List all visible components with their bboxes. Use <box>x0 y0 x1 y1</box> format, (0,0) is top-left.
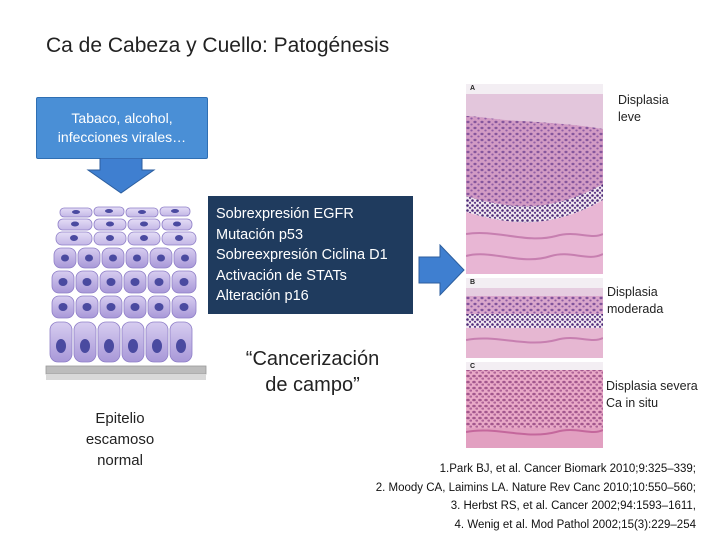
field-cancerization-text: “Cancerización de campo” <box>220 346 405 398</box>
molecular-line-1: Sobrexpresión EGFR <box>216 206 354 222</box>
molecular-line-4: Activación de STATs <box>216 267 347 284</box>
molecular-line-2: Mutación p53 <box>216 226 304 243</box>
stage-a-line-2: leve <box>618 110 641 124</box>
panel-letter-a: A <box>470 85 476 92</box>
stage-label-severe: Displasia severa Ca in situ <box>606 378 698 412</box>
histology-panel-severe-dysplasia: C <box>466 362 603 448</box>
epithelium-label-line-1: Epitelio <box>95 410 145 427</box>
stage-c-line-2: Ca in situ <box>606 396 659 410</box>
risk-factors-line-1: Tabaco, alcohol, <box>71 110 173 126</box>
severe-dysplasia-micrograph <box>466 362 603 448</box>
stage-c-line-1: Displasia severa <box>606 379 698 393</box>
stage-label-mild: Displasia leve <box>618 92 669 126</box>
epithelium-label-line-2: escamoso <box>85 431 155 448</box>
moderate-dysplasia-micrograph <box>466 278 603 358</box>
reference-3: 3. Herbst RS, et al. Cancer 2002;94:1593… <box>450 500 696 512</box>
down-arrow-icon <box>86 158 156 194</box>
right-arrow-icon <box>418 244 465 296</box>
risk-factors-box: Tabaco, alcohol, infecciones virales… <box>36 97 208 159</box>
mild-dysplasia-micrograph <box>466 84 603 274</box>
reference-2: 2. Moody CA, Laimins LA. Nature Rev Canc… <box>375 481 696 494</box>
histology-panel-moderate-dysplasia: B <box>466 278 603 358</box>
field-text-line-2: de campo” <box>265 374 360 396</box>
panel-letter-c: C <box>470 363 476 370</box>
molecular-line-5: Alteración p16 <box>216 288 309 304</box>
panel-letter-b: B <box>470 279 476 286</box>
stage-b-line-1: Displasia <box>607 285 658 299</box>
reference-4: 4. Wenig et al. Mod Pathol 2002;15(3):22… <box>454 518 696 531</box>
molecular-alterations-box: Sobrexpresión EGFR Mutación p53 Sobreexp… <box>208 196 413 314</box>
molecular-line-3: Sobreexpresión Ciclina D1 <box>216 247 388 263</box>
stage-b-line-2: moderada <box>607 302 664 316</box>
risk-factors-line-2: infecciones virales… <box>57 129 187 145</box>
stage-a-line-1: Displasia <box>618 93 669 107</box>
normal-epithelium-label: Epitelio escamoso normal <box>60 408 180 471</box>
epithelium-label-line-3: normal <box>97 452 143 469</box>
squamous-epithelium-illustration <box>45 206 207 380</box>
reference-1: 1.Park BJ, et al. Cancer Biomark 2010;9:… <box>439 463 696 475</box>
slide-title: Ca de Cabeza y Cuello: Patogénesis <box>46 34 390 57</box>
field-text-line-1: “Cancerización <box>245 348 380 370</box>
references: 1.Park BJ, et al. Cancer Biomark 2010;9:… <box>376 460 696 534</box>
stage-label-moderate: Displasia moderada <box>607 284 663 318</box>
histology-panel-mild-dysplasia: A <box>466 84 603 274</box>
